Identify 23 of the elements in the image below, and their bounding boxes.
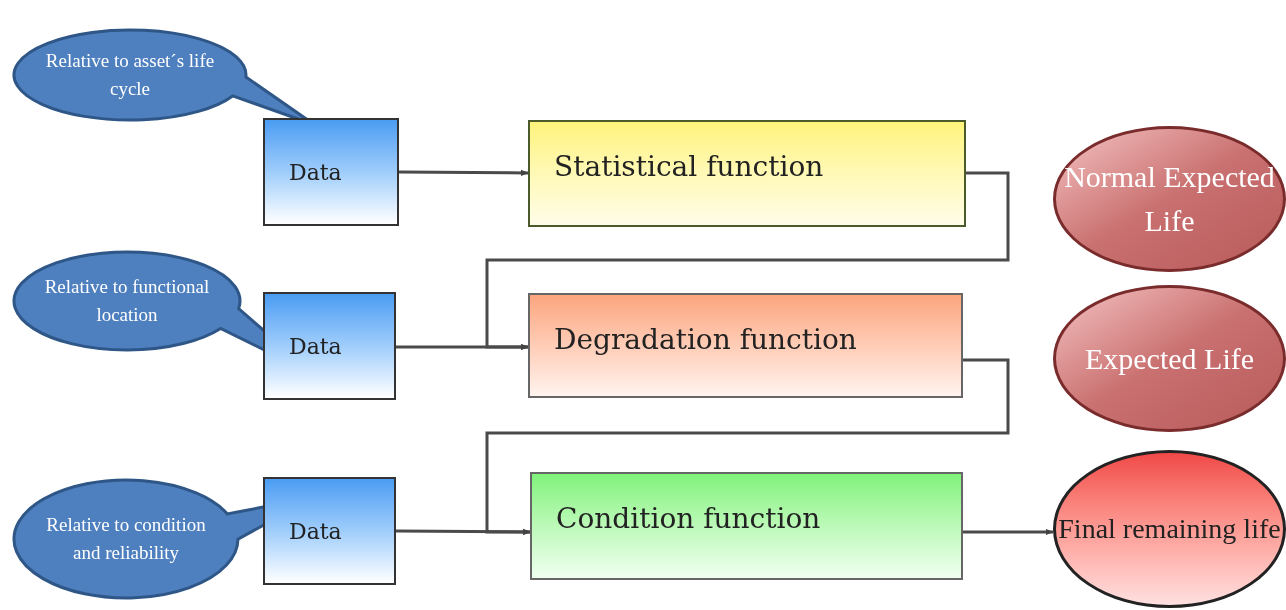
function-box	[528, 293, 963, 398]
node-text: Data	[289, 158, 342, 187]
node-text: Condition function	[556, 501, 821, 537]
data-box	[263, 118, 399, 226]
node-text: Degradation function	[554, 322, 857, 358]
connector-arrow	[963, 528, 1054, 536]
node-text: Final remaining life	[1058, 512, 1281, 546]
node-text: Statistical function	[554, 149, 824, 185]
node-text: Expected Life	[1084, 340, 1255, 377]
node-text: Data	[289, 332, 342, 361]
data-box	[263, 292, 396, 400]
connector-arrow	[485, 358, 1010, 536]
node-text: Relative to condition and reliability	[45, 513, 207, 565]
data-box	[263, 477, 396, 585]
function-box	[530, 472, 963, 580]
node-text: Relative to asset´s life cycle	[44, 49, 216, 101]
connector-arrow	[396, 528, 531, 536]
node-text: Data	[289, 517, 342, 546]
connector-arrow	[399, 169, 529, 177]
connector-arrow	[396, 343, 529, 351]
node-text: Normal Expected Life	[1063, 159, 1276, 239]
function-box	[528, 120, 966, 227]
node-text: Relative to functional location	[43, 275, 211, 327]
